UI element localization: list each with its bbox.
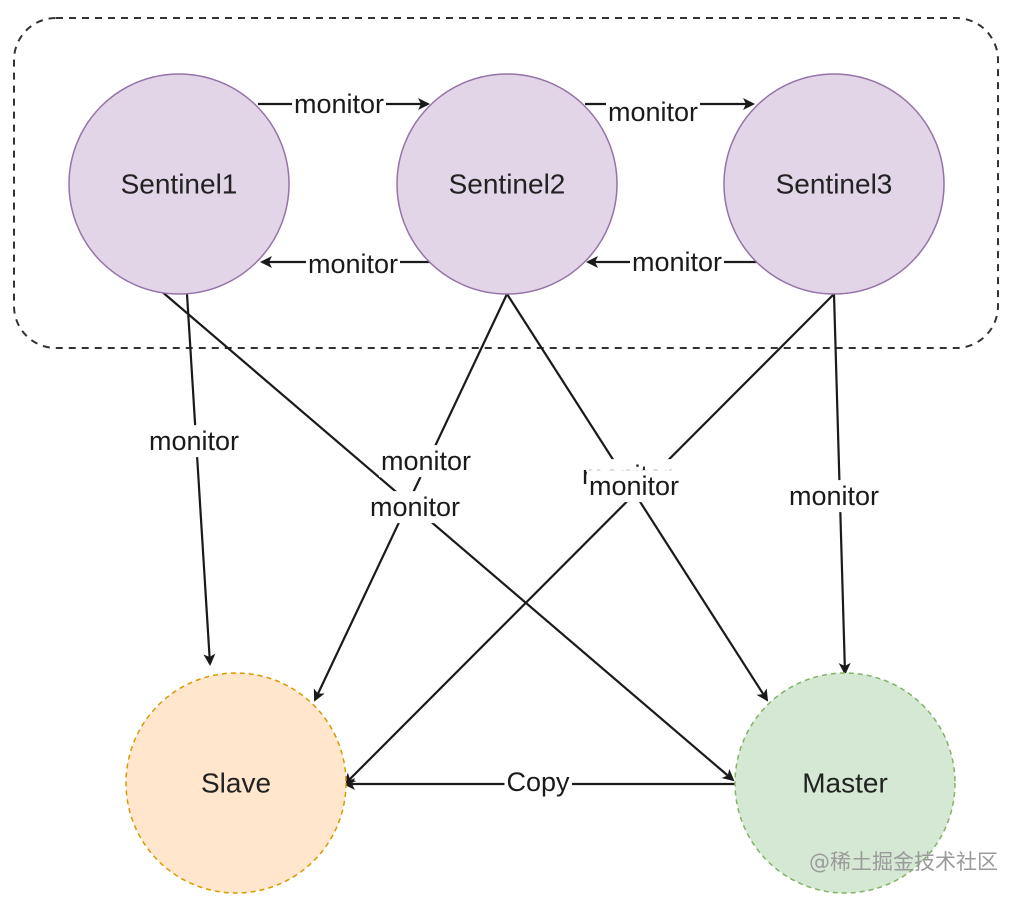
edge-label-background [605, 96, 701, 129]
edge-label-background [378, 445, 474, 478]
edge-label-master-to-slave: Copy [504, 766, 573, 799]
slave-label: Slave [201, 767, 271, 798]
sentinel1-label: Sentinel1 [121, 168, 238, 199]
edge-label-sentinel2-to-sentinel3: monitor [605, 96, 701, 129]
edge-label-sentinel3-to-slave: monitor [586, 470, 682, 503]
edge-label-sentinel2-to-sentinel1: monitor [305, 248, 401, 281]
edge-label-text: monitor [370, 492, 460, 522]
edge-label-background [504, 766, 573, 799]
edge-sentinel1-to-master [159, 289, 735, 782]
edge-label-text: monitor [789, 481, 879, 511]
edges-layer: monitor monitor monitor monitor monitor monit… [146, 88, 882, 799]
edge-label-text: monitor [589, 471, 679, 501]
master-label: Master [802, 767, 888, 798]
sentinel3-circle [723, 73, 945, 295]
edge-label-text: monitor [632, 247, 722, 277]
sentinel2-circle [396, 73, 618, 295]
edge-label-sentinel1-to-master: monitor [367, 491, 463, 524]
edge-label-text: monitor [608, 97, 698, 127]
edge-label-sentinel3-to-sentinel2: monitor [629, 246, 725, 279]
edge-label-background [786, 480, 882, 513]
sentinel2-label: Sentinel2 [449, 168, 566, 199]
edge-label-text: monitor [381, 446, 471, 476]
sentinel1-circle [68, 73, 290, 295]
sentinel1-node: Sentinel1 [68, 73, 290, 295]
edge-label-sentinel2-to-slave: monitor [378, 445, 474, 478]
edge-label-sentinel1-to-sentinel2: monitor [291, 88, 387, 121]
edge-label-sentinel3-to-master: monitor [786, 480, 882, 513]
sentinel3-node: Sentinel3 [723, 73, 945, 295]
sentinel-group-boundary [13, 17, 999, 349]
edge-label-text: Copy [506, 767, 570, 797]
edge-label-background [291, 88, 387, 121]
sentinel3-label: Sentinel3 [776, 168, 893, 199]
edge-label-sentinel1-to-slave: monitor [146, 425, 242, 458]
slave-node: Slave [125, 672, 347, 894]
edge-label-text: monitor [149, 426, 239, 456]
edge-label-background [586, 470, 682, 503]
edge-label-text: monitor [294, 89, 384, 119]
edge-label-background [367, 491, 463, 524]
master-circle [734, 672, 956, 894]
watermark-text: @稀土掘金技术社区 [809, 850, 998, 874]
edge-label-background [629, 246, 725, 279]
edge-label-text: monitor [308, 249, 398, 279]
edge-sentinel3-to-slave [343, 293, 835, 786]
edge-label-background [146, 425, 242, 458]
master-node: Master [734, 672, 956, 894]
edge-sentinel1-to-slave [185, 293, 216, 666]
sentinel2-node: Sentinel2 [396, 73, 618, 295]
edge-label-background [305, 248, 401, 281]
slave-circle [125, 672, 347, 894]
